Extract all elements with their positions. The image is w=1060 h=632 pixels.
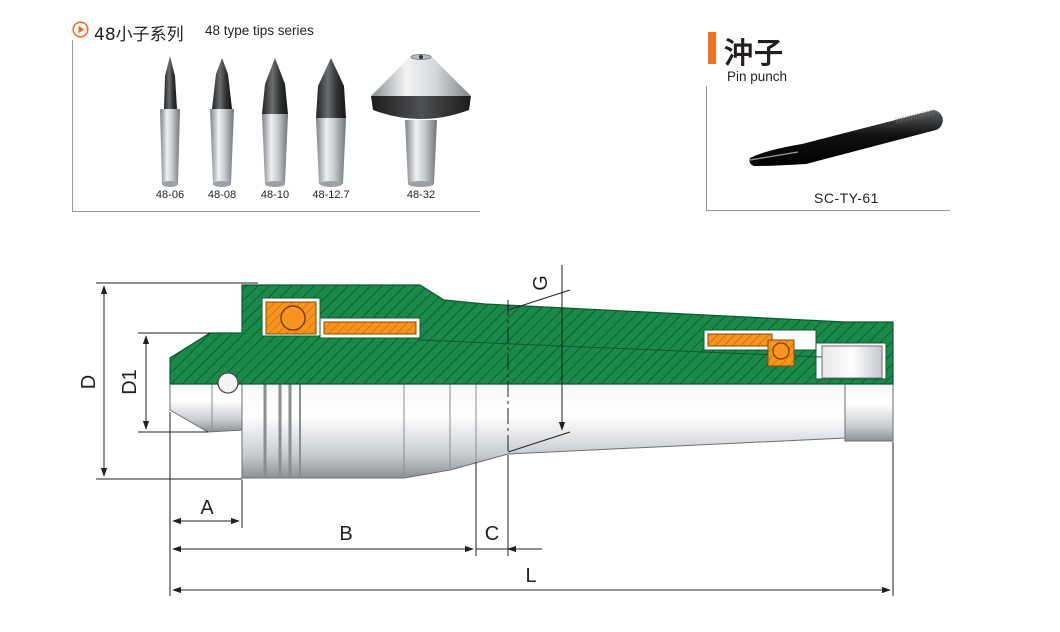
tip-label: 48-06 (155, 189, 185, 201)
dimension-b: B (172, 523, 474, 553)
label-d1: D1 (119, 369, 141, 395)
tip-label: 48-10 (260, 189, 290, 201)
panel-frame-left (72, 40, 73, 212)
tips-title-cn: 48小子系列 (94, 25, 184, 45)
tip-label: 48-08 (207, 189, 237, 201)
label-d: D (78, 375, 100, 389)
punch-title-en: Pin punch (727, 69, 788, 84)
tip-image-48-06 (160, 56, 180, 187)
dimension-g: G (507, 265, 571, 453)
tip-label: 48-32 (406, 189, 436, 201)
dimension-d1: D1 (119, 332, 210, 433)
label-a: A (200, 497, 214, 519)
panel-frame-bottom (72, 211, 480, 212)
tip-image-48-32 (371, 54, 471, 187)
dimension-a: A (172, 497, 240, 525)
dimension-d: D (78, 282, 258, 480)
play-circle-icon (72, 21, 89, 38)
tip-image-48-12-7 (316, 58, 346, 187)
section-upper-half (169, 284, 894, 394)
label-b: B (339, 523, 352, 545)
pin-punch-image (749, 109, 943, 166)
label-l: L (525, 565, 536, 587)
punch-title-cn: 沖子 (724, 36, 785, 70)
pin-punch-panel: 沖子 Pin punch SC-TY-61 (706, 30, 950, 211)
accent-bar (708, 32, 716, 64)
panel-frame-left (706, 86, 707, 211)
tips-panel: 48小子系列 48 type tips series (72, 18, 480, 212)
dimension-l: L (172, 565, 891, 594)
tip-image-48-08 (210, 58, 234, 187)
tip-image-48-10 (262, 58, 288, 187)
tip-label: 48-12.7 (312, 189, 350, 201)
panel-frame-bottom (706, 210, 950, 211)
dimension-c: C (476, 523, 542, 553)
tips-title-en: 48 type tips series (205, 23, 314, 38)
pin-punch-model: SC-TY-61 (814, 190, 879, 206)
label-c: C (485, 523, 499, 545)
body-lower-half (169, 382, 894, 479)
label-g: G (530, 275, 552, 291)
